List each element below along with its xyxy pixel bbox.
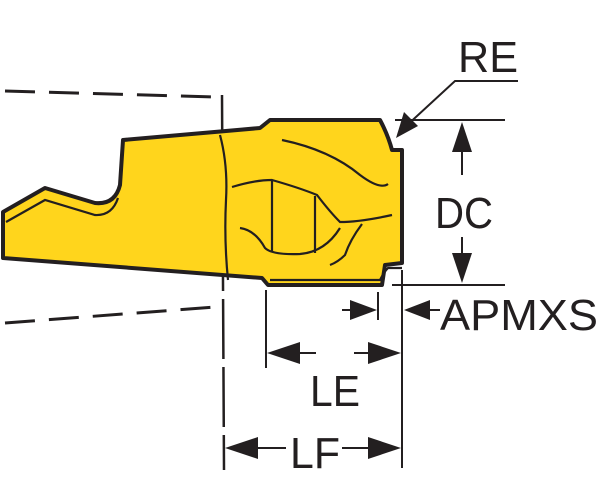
label-le: LE [310, 367, 360, 416]
label-lf: LF [290, 429, 340, 478]
lf-dimension [225, 437, 401, 459]
extension-lines [265, 119, 505, 468]
label-dc: DC [435, 189, 493, 238]
holder-boundary-line [220, 94, 226, 471]
dc-dimension [452, 122, 472, 283]
re-leader [396, 80, 518, 138]
chip-breaker-lines [5, 134, 402, 282]
le-dimension [267, 342, 401, 364]
apmxs-dimension [342, 300, 440, 320]
label-re: RE [458, 33, 518, 82]
holder-outline-dashed [4, 89, 216, 325]
label-apmxs: APMXS [440, 291, 598, 340]
insert-body [1, 118, 404, 287]
